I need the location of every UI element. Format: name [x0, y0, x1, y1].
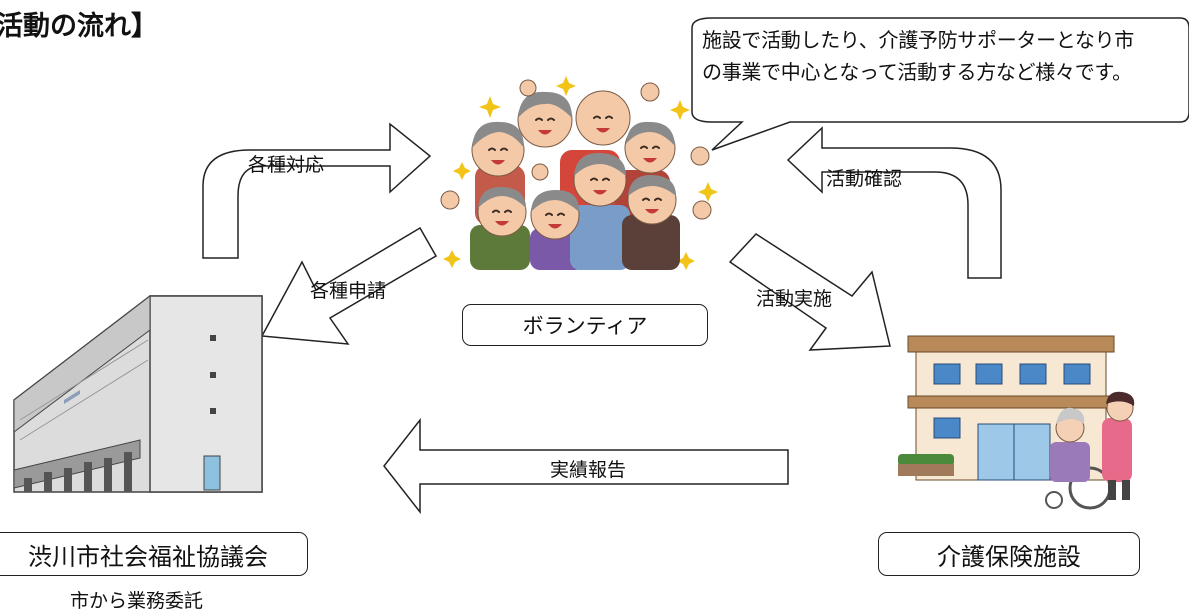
council-node-label: 渋川市社会福祉協議会 [28, 542, 268, 571]
council-building-illustration [13, 294, 263, 493]
council-node: 渋川市社会福祉協議会 [0, 532, 308, 576]
arrow-various-support [202, 122, 432, 259]
council-note: 市から業務委託 [70, 590, 204, 612]
volunteer-node-label: ボランティア [522, 314, 648, 338]
arrow-performance-report [383, 417, 789, 515]
arrow-activity-confirmation [786, 126, 1002, 279]
page-title: 活動の流れ】 [0, 11, 158, 42]
speech-bubble [691, 17, 1189, 151]
facility-node-label: 介護保険施設 [937, 542, 1081, 571]
label-various-application: 各種申請 [310, 280, 387, 302]
volunteer-node: ボランティア [462, 304, 708, 346]
label-performance-report: 実績報告 [550, 459, 627, 481]
label-various-support: 各種対応 [248, 154, 325, 176]
speech-bubble-line-1: 施設で活動したり、介護予防サポーターとなり市 [702, 28, 1134, 52]
care-facility-illustration [898, 335, 1135, 510]
label-activity-confirmation: 活動確認 [826, 168, 903, 190]
volunteer-group-illustration [440, 76, 718, 270]
speech-bubble-text: 施設で活動したり、介護予防サポーターとなり市 の事業で中心となって活動する方など… [702, 24, 1188, 88]
label-activity-execution: 活動実施 [756, 288, 833, 310]
arrow-various-application [260, 226, 438, 345]
speech-bubble-line-2: の事業で中心となって活動する方など様々です。 [702, 60, 1132, 84]
arrow-activity-execution [728, 233, 891, 351]
facility-node: 介護保険施設 [878, 532, 1140, 576]
